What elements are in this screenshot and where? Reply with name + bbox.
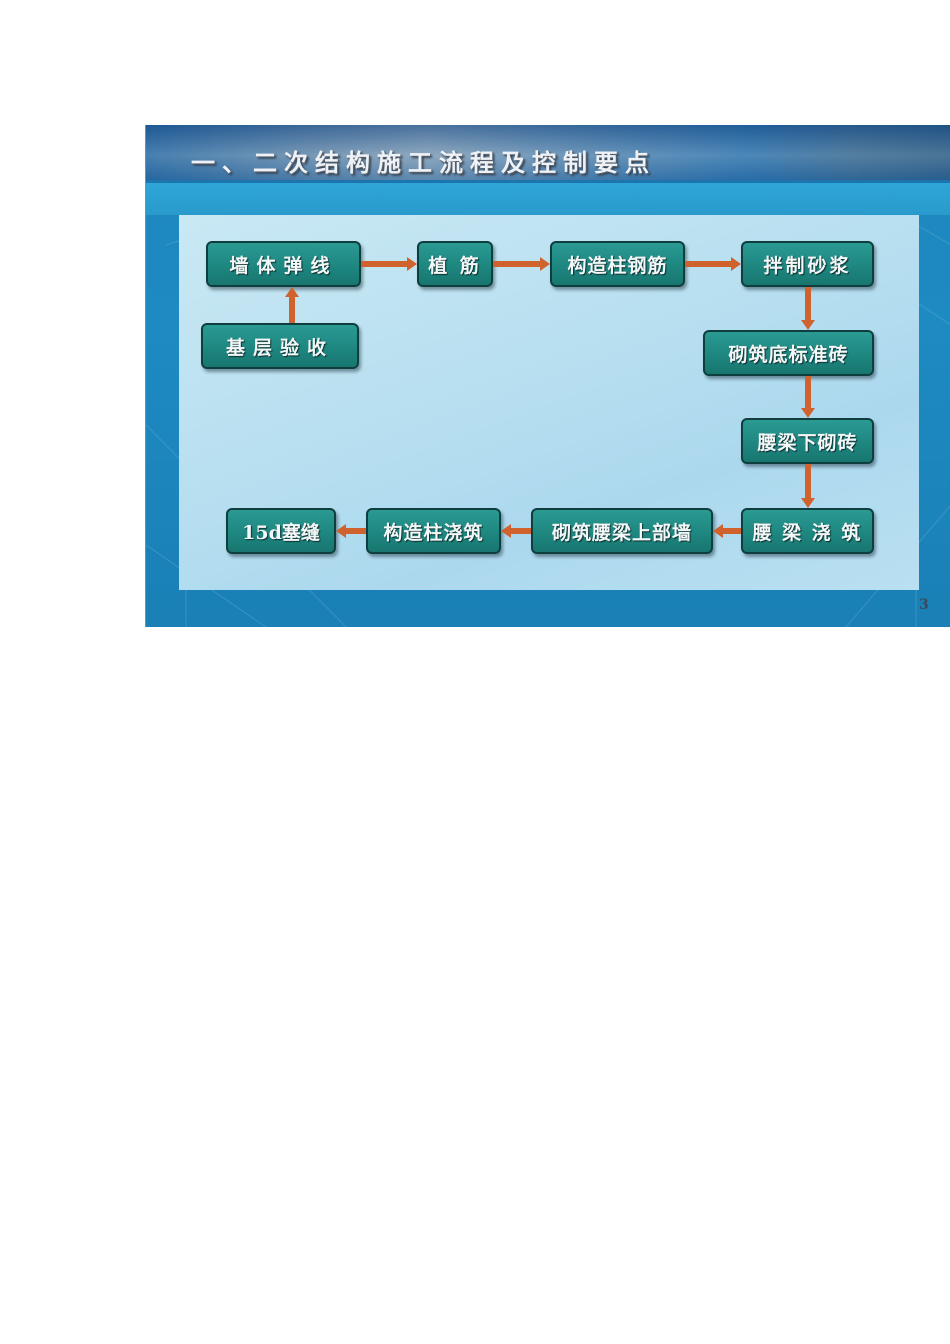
node-label: 拌制砂浆 — [763, 254, 852, 277]
node-label: 构造柱浇筑 — [383, 521, 484, 544]
arrow-shaft — [493, 261, 540, 267]
node-label: 构造柱钢筋 — [567, 254, 668, 277]
arrow-up-icon — [285, 287, 299, 297]
node-lay-wall-above-waist-beam[interactable]: 砌筑腰梁上部墙 — [531, 508, 713, 554]
node-lay-bottom-standard-brick[interactable]: 砌筑底标准砖 — [703, 330, 874, 376]
arrow-shaft — [289, 297, 295, 323]
node-label: 腰梁下砌砖 — [757, 431, 858, 454]
node-construction-column-rebar[interactable]: 构造柱钢筋 — [550, 241, 685, 287]
arrow-down-icon — [801, 408, 815, 418]
node-rebar-planting[interactable]: 植 筋 — [417, 241, 493, 287]
arrow-down-icon — [801, 320, 815, 330]
node-base-inspection[interactable]: 基层验收 — [201, 323, 359, 369]
node-label: 腰 梁 浇 筑 — [752, 521, 863, 544]
arrow-shaft — [805, 376, 811, 408]
arrow-down-icon — [801, 498, 815, 508]
node-label: 植 筋 — [428, 254, 482, 277]
flowchart-panel: 墙体弹线 基层验收 植 筋 构造柱钢筋 拌制砂浆 砌筑底标准砖 腰梁下砌砖 腰 … — [179, 215, 919, 590]
node-label: 砌筑底标准砖 — [728, 343, 849, 366]
header-sheen — [146, 125, 950, 180]
node-mix-mortar[interactable]: 拌制砂浆 — [741, 241, 874, 287]
node-label: 15d塞缝 — [242, 521, 320, 544]
arrow-shaft — [511, 528, 531, 534]
sub-header-band — [146, 183, 950, 215]
node-pour-waist-beam[interactable]: 腰 梁 浇 筑 — [741, 508, 874, 554]
arrow-shaft — [685, 261, 731, 267]
arrow-right-icon — [407, 257, 417, 271]
arrow-left-icon — [501, 524, 511, 538]
arrow-left-icon — [713, 524, 723, 538]
arrow-shaft — [346, 528, 366, 534]
node-wall-line-marking[interactable]: 墙体弹线 — [206, 241, 361, 287]
arrow-shaft — [361, 261, 407, 267]
arrow-left-icon — [336, 524, 346, 538]
slide: 一、二次结构施工流程及控制要点 墙体弹线 基层验收 植 筋 构造柱钢筋 拌制砂浆… — [145, 125, 950, 627]
header-band: 一、二次结构施工流程及控制要点 — [146, 125, 950, 183]
arrow-right-icon — [540, 257, 550, 271]
arrow-shaft — [805, 464, 811, 498]
node-pour-construction-column[interactable]: 构造柱浇筑 — [366, 508, 501, 554]
node-brick-below-waist-beam[interactable]: 腰梁下砌砖 — [741, 418, 874, 464]
page-number: 3 — [919, 597, 929, 613]
node-label: 墙体弹线 — [229, 254, 338, 277]
node-label: 基层验收 — [225, 336, 334, 359]
slide-title: 一、二次结构施工流程及控制要点 — [191, 148, 656, 177]
arrow-right-icon — [731, 257, 741, 271]
node-label: 砌筑腰梁上部墙 — [551, 521, 692, 544]
node-15d-joint-filling[interactable]: 15d塞缝 — [226, 508, 336, 554]
arrow-shaft — [723, 528, 741, 534]
arrow-shaft — [805, 287, 811, 320]
